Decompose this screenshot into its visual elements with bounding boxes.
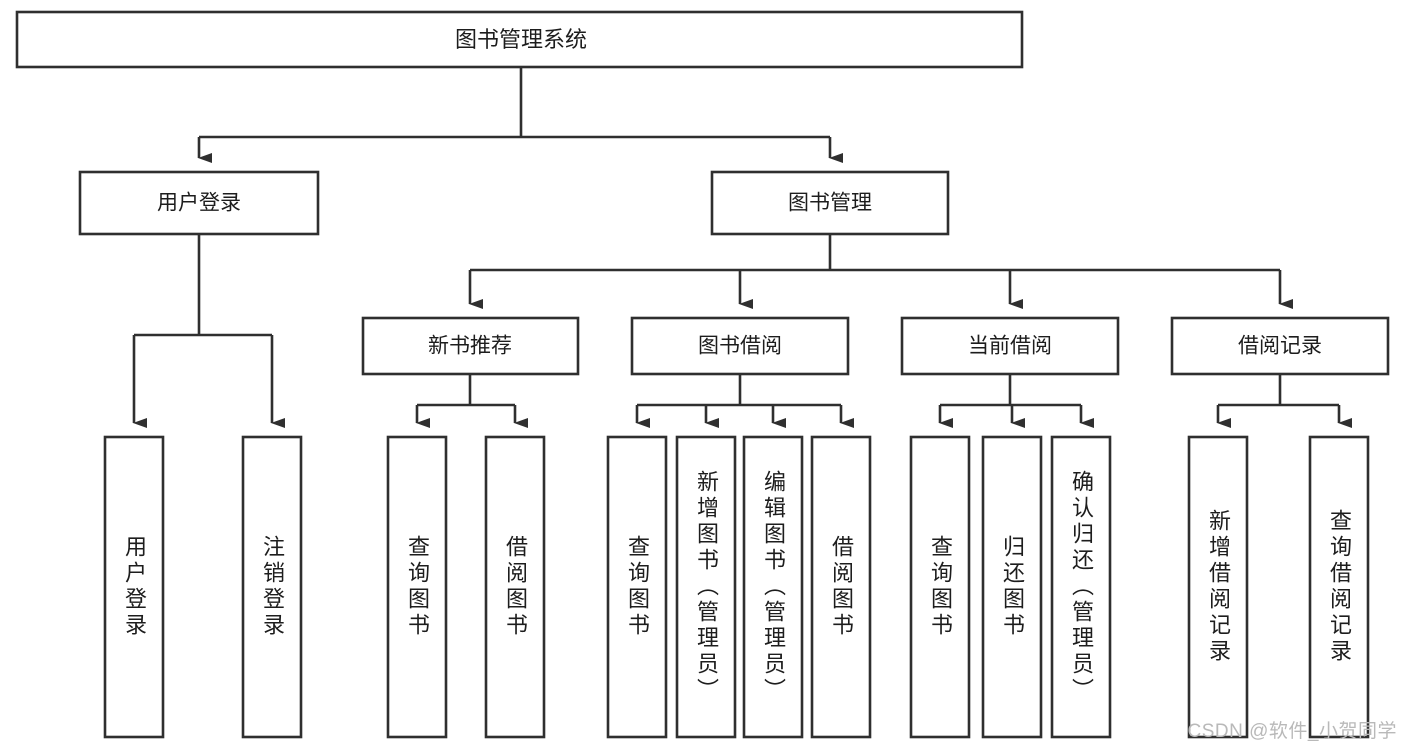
edge-group-user-login: [132, 234, 285, 428]
edge-group-current: [938, 374, 1094, 428]
node-user-login-label: 用户登录: [157, 192, 241, 215]
watermark-text: CSDN @软件_小贺同学: [1187, 721, 1397, 742]
leaf-boxes: [103, 435, 1370, 739]
node-book-borrow[interactable]: 图书借阅: [630, 316, 850, 376]
leaf-box[interactable]: [1187, 435, 1249, 739]
node-borrow-record[interactable]: 借阅记录: [1170, 316, 1390, 376]
node-book-borrow-label: 图书借阅: [698, 335, 782, 358]
node-root-system-label: 图书管理系统: [455, 27, 587, 52]
node-user-login[interactable]: 用户登录: [78, 170, 320, 236]
edge-group-root: [197, 67, 843, 163]
leaf-box[interactable]: [103, 435, 165, 739]
leaf-box[interactable]: [484, 435, 546, 739]
node-book-management[interactable]: 图书管理: [710, 170, 950, 236]
leaf-box[interactable]: [810, 435, 872, 739]
leaf-box[interactable]: [1308, 435, 1370, 739]
node-root-system[interactable]: 图书管理系统: [15, 10, 1024, 69]
leaf-box[interactable]: [675, 435, 737, 739]
leaf-box[interactable]: [1050, 435, 1112, 739]
node-borrow-record-label: 借阅记录: [1238, 335, 1322, 358]
leaf-box[interactable]: [909, 435, 971, 739]
node-new-book-recommend-label: 新书推荐: [428, 335, 512, 358]
leaf-box[interactable]: [241, 435, 303, 739]
node-current-borrow-label: 当前借阅: [968, 335, 1052, 358]
leaf-box[interactable]: [742, 435, 804, 739]
node-book-management-label: 图书管理: [788, 192, 872, 215]
leaf-box[interactable]: [981, 435, 1043, 739]
edge-group-book-mgmt: [468, 234, 1293, 309]
edge-group-new-book: [415, 374, 528, 428]
edge-group-record: [1216, 374, 1352, 428]
leaf-box[interactable]: [386, 435, 448, 739]
node-current-borrow[interactable]: 当前借阅: [900, 316, 1120, 376]
node-new-book-recommend[interactable]: 新书推荐: [361, 316, 580, 376]
edge-group-borrow: [635, 374, 854, 428]
leaf-box[interactable]: [606, 435, 668, 739]
